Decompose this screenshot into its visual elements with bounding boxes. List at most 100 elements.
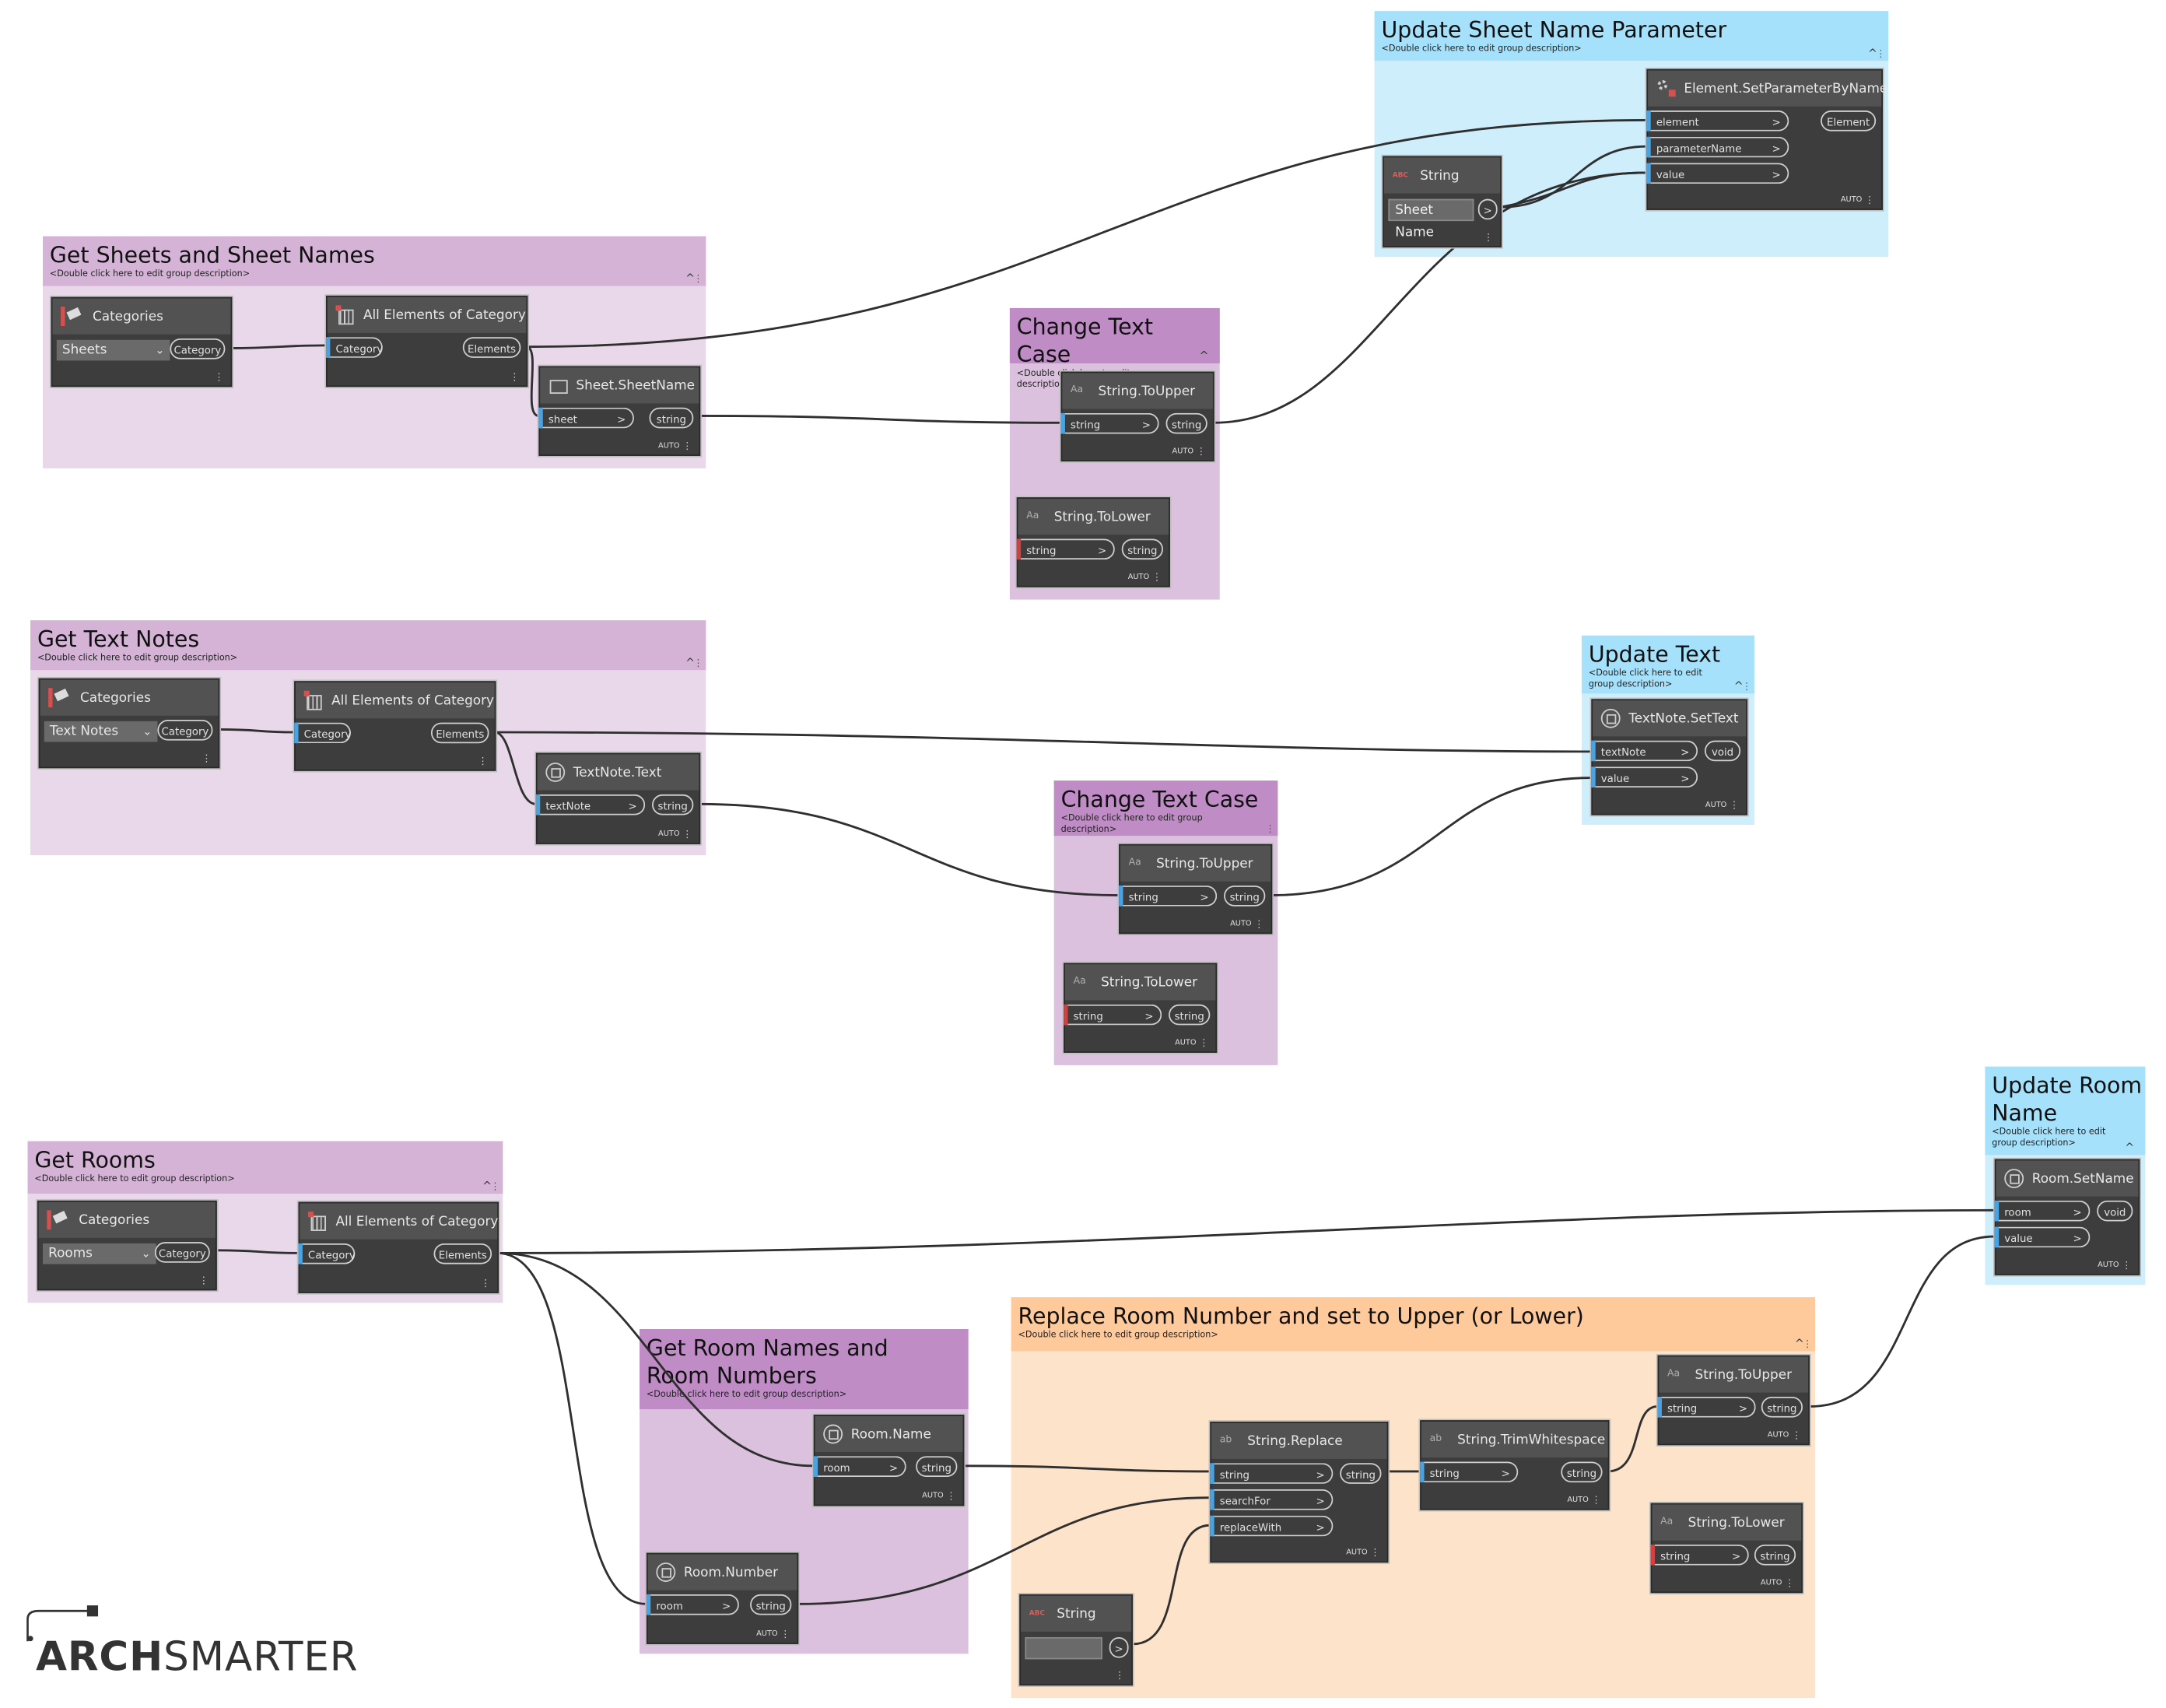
- collapse-caret-icon[interactable]: ^: [1733, 679, 1744, 693]
- node-header[interactable]: Room.SetName: [1996, 1160, 2139, 1197]
- node-menu-icon[interactable]: ⋮: [1864, 195, 1875, 206]
- node-header[interactable]: Categories: [40, 679, 219, 716]
- group-header[interactable]: Change Text Case <Double click here to e…: [1053, 780, 1278, 836]
- category-dropdown[interactable]: Text Notes⌄: [44, 721, 158, 742]
- node-menu-icon[interactable]: ⋮: [1114, 1670, 1125, 1682]
- output-port-element[interactable]: Element: [1821, 110, 1877, 132]
- lacing-label[interactable]: AUTO: [1705, 801, 1727, 810]
- node-header[interactable]: Categories: [52, 298, 231, 335]
- node-menu-icon[interactable]: ⋮: [1591, 1495, 1601, 1506]
- group-title[interactable]: Update Sheet Name Parameter: [1381, 16, 1727, 44]
- input-port-category[interactable]: Category: [294, 722, 351, 744]
- all-elements-of-category-node[interactable]: All Elements of Category Category Elemen…: [298, 1201, 499, 1293]
- group-menu-icon[interactable]: ⋮: [490, 1181, 500, 1193]
- lacing-label[interactable]: AUTO: [1175, 1039, 1197, 1047]
- output-port-string[interactable]: string: [750, 1594, 792, 1615]
- output-port-string[interactable]: string: [1224, 886, 1266, 907]
- input-port-room[interactable]: room>: [646, 1594, 739, 1615]
- output-port-string[interactable]: string: [1754, 1545, 1796, 1566]
- group-header[interactable]: Update Room Name <Double click here to e…: [1985, 1066, 2146, 1156]
- group-header[interactable]: Get Text Notes <Double click here to edi…: [30, 620, 706, 671]
- output-port-string[interactable]: string: [649, 407, 694, 429]
- node-menu-icon[interactable]: ⋮: [214, 371, 224, 383]
- node-header[interactable]: Element.SetParameterByName: [1648, 70, 1887, 107]
- lacing-label[interactable]: AUTO: [2098, 1261, 2119, 1270]
- collapse-caret-icon[interactable]: ^: [1794, 1337, 1804, 1350]
- node-header[interactable]: TextNote.SetText: [1593, 700, 1747, 737]
- group-title[interactable]: Get Text Notes: [37, 626, 200, 653]
- input-port-string[interactable]: string>: [1650, 1545, 1749, 1566]
- group-menu-icon[interactable]: ⋮: [1876, 48, 1886, 60]
- category-dropdown[interactable]: Rooms⌄: [43, 1243, 156, 1264]
- output-port-void[interactable]: void: [2097, 1200, 2133, 1222]
- group-title[interactable]: Get Sheets and Sheet Names: [49, 241, 375, 268]
- node-menu-icon[interactable]: ⋮: [198, 1275, 209, 1286]
- node-header[interactable]: All Elements of Category: [300, 1203, 498, 1240]
- lacing-label[interactable]: AUTO: [1567, 1496, 1589, 1505]
- string-value-field[interactable]: [1025, 1636, 1102, 1660]
- group-description[interactable]: <Double click here to edit group descrip…: [646, 1390, 847, 1400]
- group-description[interactable]: <Double click here to edit group descrip…: [1018, 1330, 1218, 1341]
- group-title[interactable]: Change Text Case: [1016, 314, 1154, 368]
- lacing-label[interactable]: AUTO: [1346, 1548, 1368, 1557]
- group-description[interactable]: <Double click here to edit group descrip…: [1381, 44, 1582, 54]
- group-description[interactable]: <Double click here to edit group descrip…: [1060, 813, 1203, 835]
- node-menu-icon[interactable]: ⋮: [682, 440, 692, 452]
- node-menu-icon[interactable]: ⋮: [1729, 800, 1740, 812]
- group-header[interactable]: Get Rooms <Double click here to edit gro…: [27, 1141, 503, 1194]
- element-setparameterbyname-node[interactable]: Element.SetParameterByName element> Elem…: [1646, 68, 1887, 210]
- output-port-string[interactable]: string: [1165, 412, 1207, 434]
- group-description[interactable]: <Double click here to edit group descrip…: [49, 269, 251, 279]
- group-title[interactable]: Update Text: [1588, 640, 1721, 668]
- categories-node[interactable]: Categories Rooms⌄ Category ⋮: [37, 1200, 217, 1291]
- group-header[interactable]: Change Text Case <Double click here to e…: [1009, 307, 1220, 390]
- lacing-label[interactable]: AUTO: [922, 1492, 944, 1501]
- input-port-parametername[interactable]: parameterName>: [1646, 136, 1789, 158]
- input-port-category[interactable]: Category: [298, 1243, 356, 1264]
- categories-node[interactable]: Categories Sheets⌄ Category ⋮: [51, 296, 233, 388]
- all-elements-of-category-node[interactable]: All Elements of Category Category Elemen…: [294, 681, 496, 771]
- input-port-string[interactable]: string>: [1420, 1461, 1519, 1483]
- output-port-void[interactable]: void: [1704, 740, 1741, 762]
- group-header[interactable]: Update Sheet Name Parameter <Double clic…: [1374, 11, 1889, 61]
- output-port[interactable]: Category: [154, 1242, 210, 1263]
- wire-aeoc3-roomnumber[interactable]: [497, 1251, 647, 1605]
- output-port[interactable]: >: [1109, 1636, 1129, 1658]
- group-header[interactable]: Replace Room Number and set to Upper (or…: [1011, 1297, 1816, 1352]
- output-port-elements[interactable]: Elements: [430, 722, 489, 744]
- output-port[interactable]: >: [1477, 198, 1498, 220]
- node-menu-icon[interactable]: ⋮: [1784, 1577, 1795, 1589]
- lacing-label[interactable]: AUTO: [1760, 1579, 1782, 1588]
- group-header[interactable]: Get Sheets and Sheet Names <Double click…: [43, 236, 706, 286]
- node-menu-icon[interactable]: ⋮: [1791, 1429, 1802, 1441]
- room-name-node[interactable]: Room.Name room> string AUTO ⋮: [813, 1415, 965, 1506]
- node-menu-icon[interactable]: ⋮: [1151, 572, 1162, 584]
- input-port-string[interactable]: string>: [1119, 886, 1218, 907]
- input-port-textnote[interactable]: textNote>: [535, 794, 646, 815]
- room-number-node[interactable]: Room.Number room> string AUTO ⋮: [646, 1552, 799, 1644]
- wire-upper2-settext[interactable]: [1271, 777, 1592, 896]
- output-port[interactable]: Category: [157, 720, 213, 741]
- lacing-label[interactable]: AUTO: [1127, 573, 1150, 582]
- group-title[interactable]: Get Rooms: [34, 1146, 156, 1173]
- output-port-string[interactable]: string: [652, 794, 694, 815]
- output-port-elements[interactable]: Elements: [462, 337, 521, 358]
- lacing-label[interactable]: AUTO: [1840, 196, 1863, 205]
- output-port-elements[interactable]: Elements: [433, 1243, 492, 1264]
- group-menu-icon[interactable]: ⋮: [693, 273, 703, 285]
- lacing-label[interactable]: AUTO: [756, 1630, 778, 1639]
- node-menu-icon[interactable]: ⋮: [2122, 1260, 2132, 1271]
